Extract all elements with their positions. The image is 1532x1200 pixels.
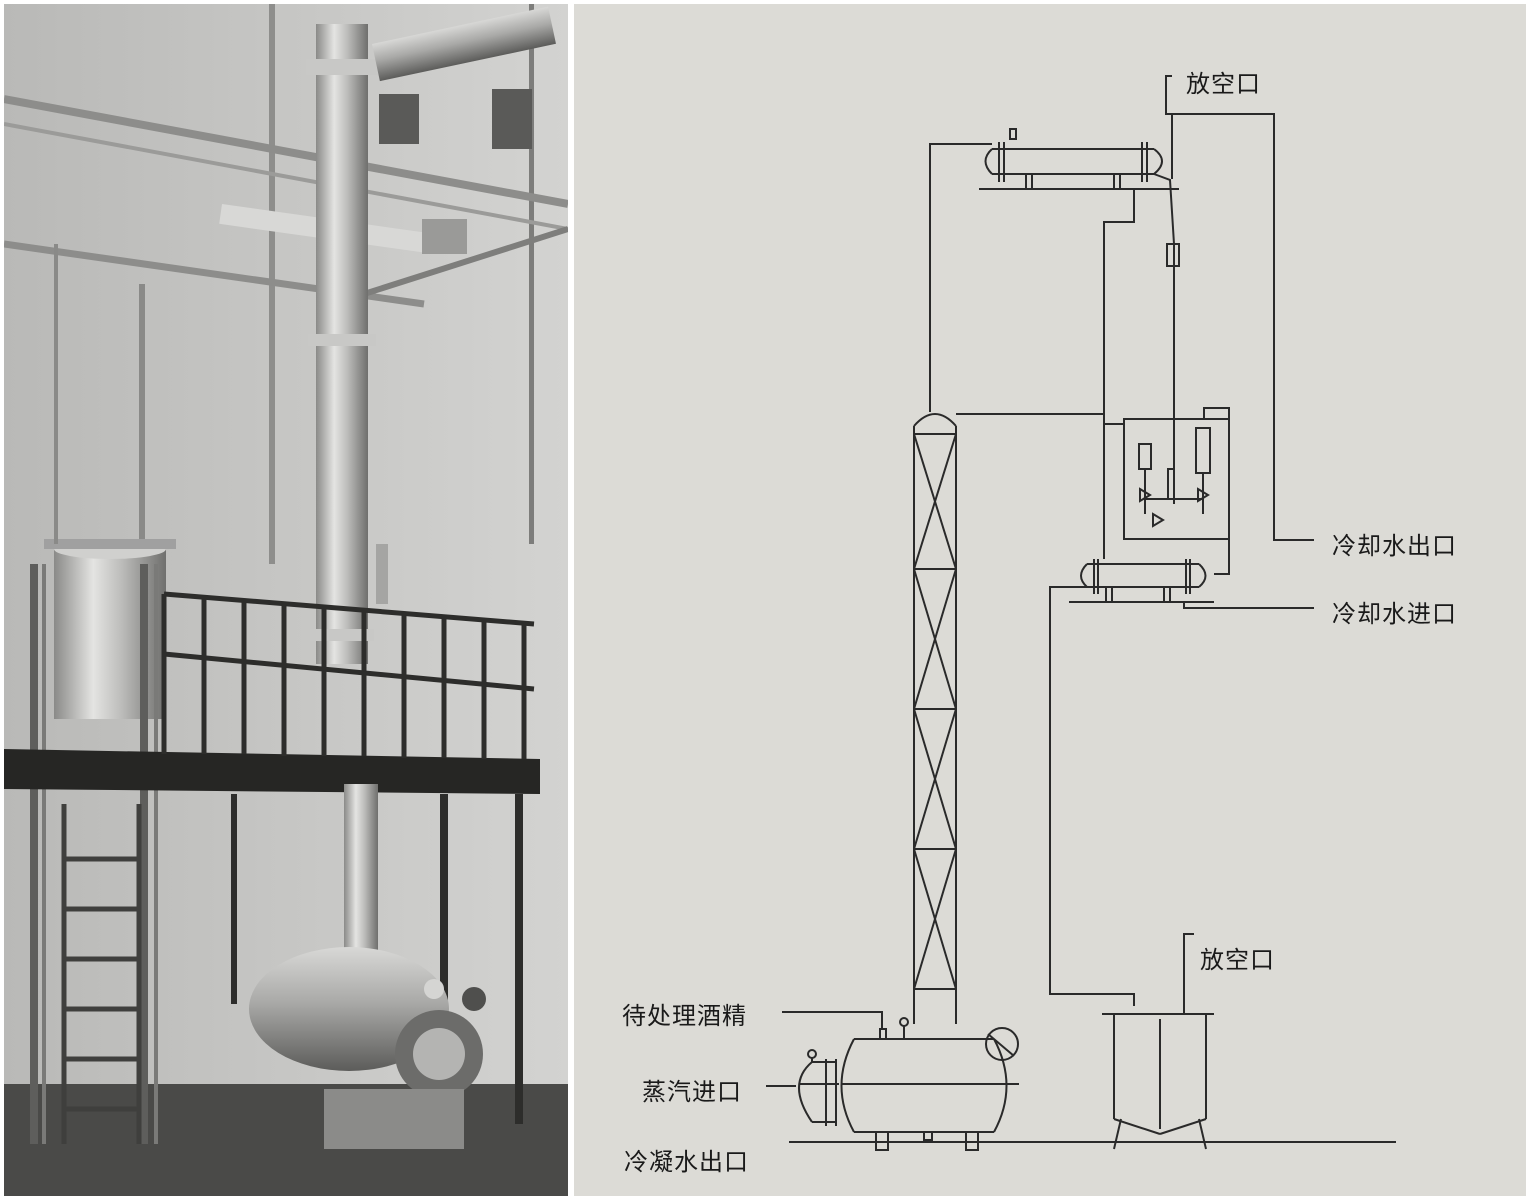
receiving-tank [1102, 933, 1214, 1150]
cooling-water-out-label: 冷却水出口 [1332, 532, 1457, 560]
raw-alcohol-label: 待处理酒精 [622, 1002, 747, 1030]
instrument-panel [1123, 418, 1230, 540]
condensate-outlet-label: 冷凝水出口 [624, 1148, 749, 1176]
top-flowmeter [1166, 243, 1180, 267]
cooling-water-in-line [1183, 602, 1314, 609]
cooling-water-in-label: 冷却水进口 [1332, 600, 1457, 628]
feed-line [782, 1011, 883, 1029]
process-diagram-lines [766, 75, 1396, 1151]
equipment-photo-drawing [4, 4, 568, 1196]
vapor-line [929, 143, 992, 412]
distillation-column [913, 413, 957, 1024]
vent-top-label: 放空口 [1186, 70, 1261, 98]
product-line [1049, 586, 1135, 1006]
lower-condenser [1069, 559, 1214, 603]
cooling-water-out-line [1172, 113, 1314, 541]
top-condenser [979, 128, 1179, 190]
vent-bottom-label: 放空口 [1200, 946, 1275, 974]
steam-inlet-label: 蒸汽进口 [642, 1078, 742, 1106]
process-diagram: 放空口 冷却水出口 冷却水进口 放空口 待处理酒精 蒸汽进口 冷凝水出口 [574, 4, 1526, 1196]
equipment-photo [4, 4, 568, 1196]
top-vent-pipe [1165, 75, 1172, 115]
reflux-line [1103, 189, 1135, 559]
reboiler-tank [798, 1017, 1019, 1151]
